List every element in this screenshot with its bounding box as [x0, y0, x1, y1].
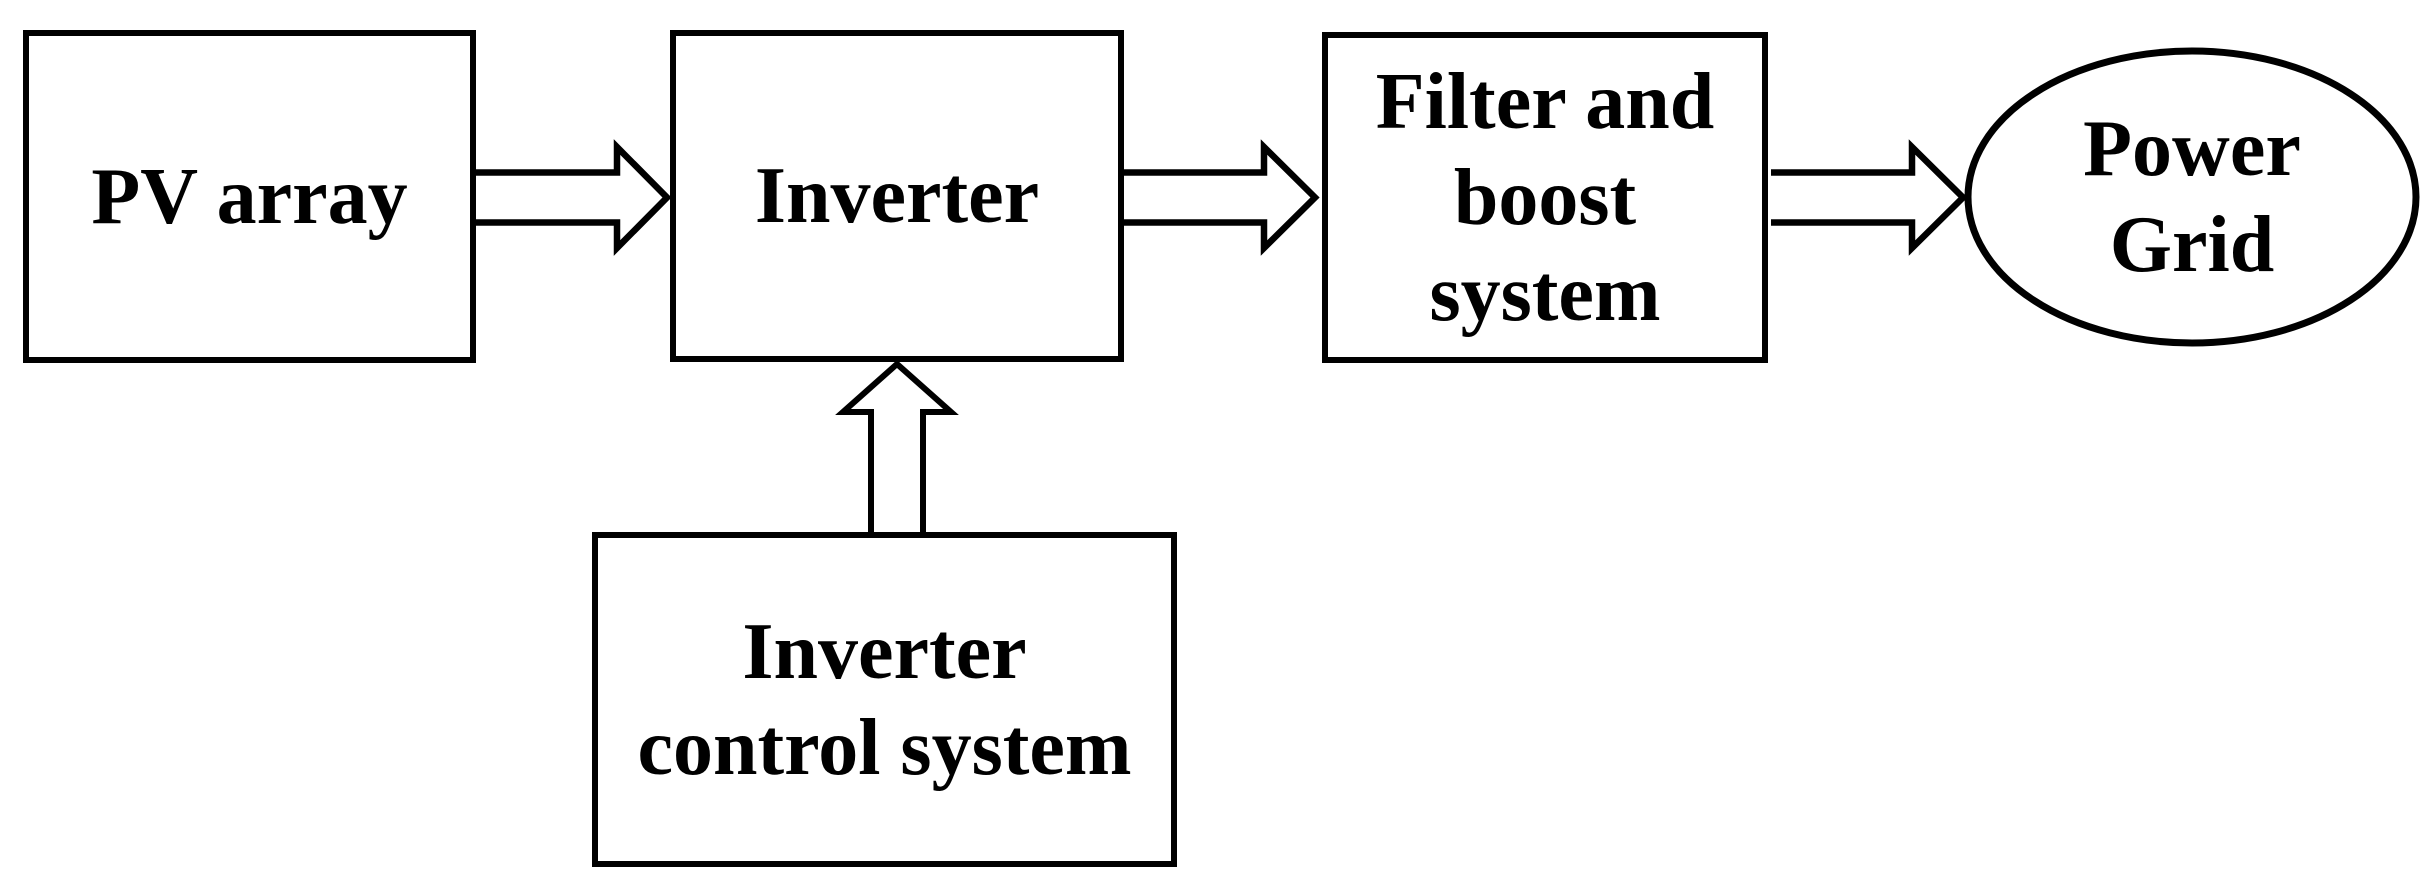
- arrow-control-to-inverter: [835, 359, 959, 534]
- arrow-pv-to-inverter: [476, 139, 672, 256]
- pv-array-box: [23, 30, 476, 363]
- arrow-filter-to-grid: [1771, 139, 1968, 256]
- power-grid-ellipse: [1964, 47, 2420, 347]
- filter-boost-box: [1322, 32, 1768, 363]
- inverter-box: [670, 30, 1124, 362]
- inverter-control-box: [592, 532, 1177, 867]
- arrow-inverter-to-filter: [1124, 139, 1320, 256]
